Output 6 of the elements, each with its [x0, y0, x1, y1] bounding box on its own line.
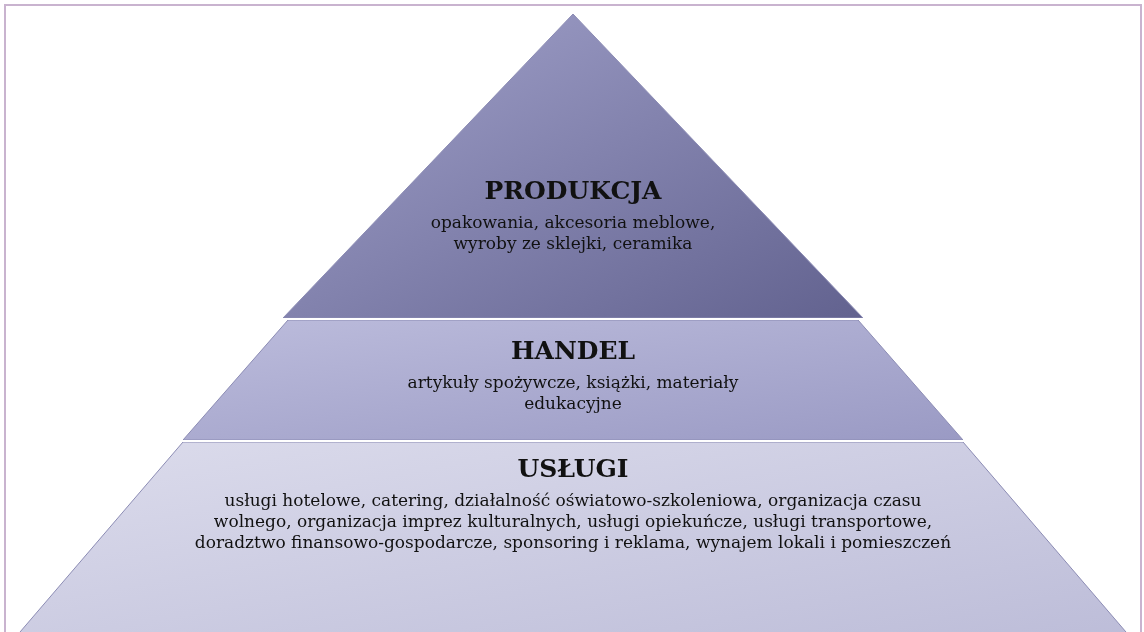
- tier-heading: USŁUGI: [517, 454, 629, 484]
- tier-description: artykuły spożywcze, książki, materiały edukacyjne: [406, 372, 740, 414]
- tier-description: opakowania, akcesoria meblowe, wyroby ze sklejki, ceramika: [429, 212, 717, 254]
- tier-heading: PRODUKCJA: [484, 176, 662, 206]
- tier-description: usługi hotelowe, catering, działalność oświatowo-szkoleniowa, organizacja czasu wolnego, organizacja imprez kulturalnych, usługi opiekuńcze, usługi transportowe, doradztwo finansowo-gospodarcze, sponsoring i reklama, wynajem lokali i pomieszczeń: [193, 490, 953, 553]
- tier-heading: HANDEL: [510, 336, 636, 366]
